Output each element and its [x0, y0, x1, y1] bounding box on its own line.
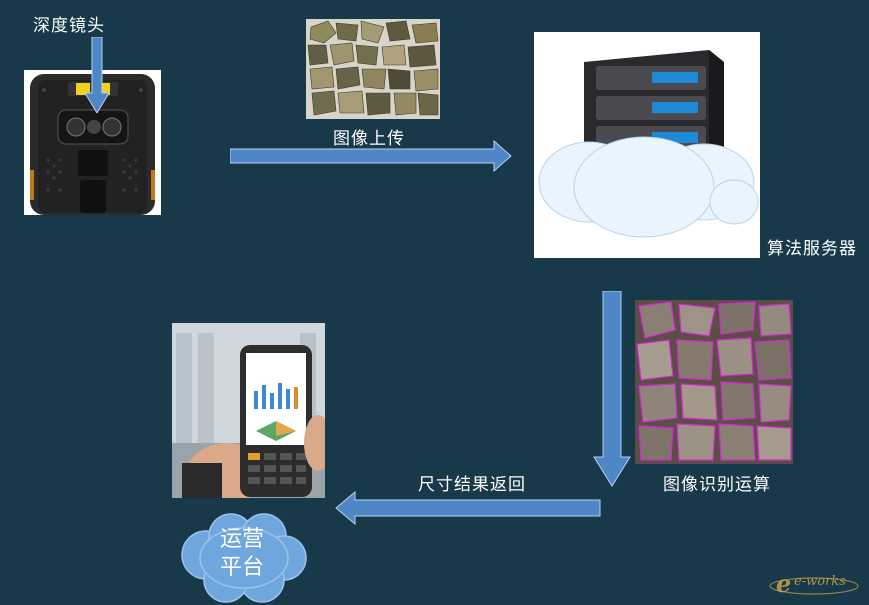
svg-text:e: e [776, 569, 791, 598]
algorithm-server-label: 算法服务器 [767, 239, 857, 259]
ops-platform-label-line2: 平台 [219, 555, 264, 580]
camera-pointer-arrow [85, 37, 109, 113]
process-arrow [593, 291, 631, 487]
e-works-watermark-logo: e e-works [768, 566, 860, 600]
gravel-sample-image [306, 19, 440, 119]
size-result-return-label: 尺寸结果返回 [418, 475, 526, 495]
result-return-arrow [335, 491, 601, 525]
algorithm-server-image [534, 32, 760, 258]
recognized-stones-image [635, 300, 793, 464]
upload-arrow [230, 140, 512, 172]
ops-platform-cloud-icon [181, 513, 307, 603]
ops-platform-label: 运营 平台 [196, 526, 288, 582]
handheld-terminal-image [172, 323, 325, 498]
watermark-text: e-works [794, 574, 846, 589]
image-recognition-label: 图像识别运算 [663, 475, 771, 495]
ops-platform-label-line1: 运营 [219, 527, 264, 552]
image-upload-label: 图像上传 [333, 129, 405, 149]
depth-camera-label: 深度镜头 [33, 16, 105, 36]
